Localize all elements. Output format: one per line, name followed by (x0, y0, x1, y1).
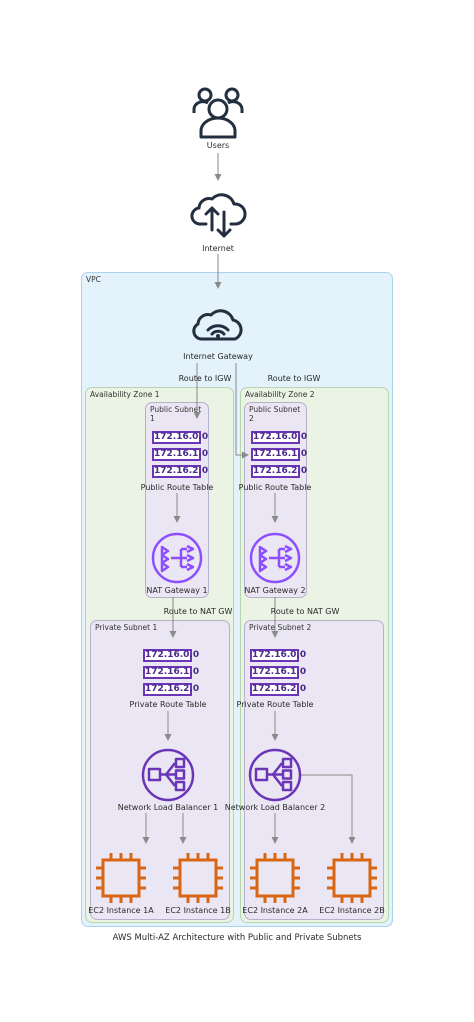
vpc-label: VPC (86, 275, 101, 284)
ec2-1b-label: EC2 Instance 1B (165, 906, 231, 915)
private-rt-2-label: Private Route Table (236, 700, 314, 709)
route-entry: 172.16.2.0 (251, 465, 308, 478)
public-rt-2-label: Public Route Table (238, 483, 312, 492)
nlb-1-label: Network Load Balancer 1 (117, 803, 219, 812)
nat-2-label: NAT Gateway 2 (244, 586, 306, 595)
private-subnet-2-label: Private Subnet 2 (249, 623, 312, 632)
edge-igw-public-rt-2 (235, 363, 249, 459)
ec2-instance-icon (327, 853, 377, 903)
internet-gateway-icon (192, 309, 243, 341)
route-entry: 172.16.0.0 (251, 431, 308, 444)
ec2-1a-label: EC2 Instance 1A (88, 906, 154, 915)
ec2-2a-label: EC2 Instance 2A (242, 906, 308, 915)
ec2-instance-icon (173, 853, 223, 903)
edge-nlb-2-ec2-2b (300, 774, 356, 844)
users-icon (192, 87, 244, 139)
edge-label-route-to-igw-2: Route to IGW (267, 374, 321, 383)
public-rt-1-label: Public Route Table (140, 483, 214, 492)
nlb-2-label: Network Load Balancer 2 (224, 803, 326, 812)
edge-label-route-to-nat-2: Route to NAT GW (270, 607, 340, 616)
users-label: Users (206, 141, 230, 150)
route-entry: 172.16.1.0 (251, 448, 308, 461)
private-rt-1-label: Private Route Table (129, 700, 207, 709)
route-entry: 172.16.1.0 (143, 666, 200, 679)
edge-label-route-to-igw-1: Route to IGW (178, 374, 232, 383)
route-entry: 172.16.1.0 (152, 448, 209, 461)
public-subnet-2-label: Public Subnet 2 (249, 405, 301, 423)
route-entry: 172.16.2.0 (143, 683, 200, 696)
ec2-instance-icon (96, 853, 146, 903)
route-entry: 172.16.0.0 (143, 649, 200, 662)
nat-gateway-icon (249, 532, 301, 584)
network-load-balancer-icon (141, 748, 195, 802)
route-entry: 172.16.2.0 (152, 465, 209, 478)
igw-label: Internet Gateway (183, 352, 253, 361)
diagram-title: AWS Multi-AZ Architecture with Public an… (112, 933, 362, 943)
route-entry: 172.16.0.0 (152, 431, 209, 444)
route-entry: 172.16.2.0 (250, 683, 307, 696)
nat-1-label: NAT Gateway 1 (146, 586, 208, 595)
az2-label: Availability Zone 2 (245, 390, 315, 399)
cloud-upload-download-icon (190, 193, 247, 238)
ec2-instance-icon (250, 853, 300, 903)
internet-label: Internet (202, 244, 234, 253)
public-subnet-1-label: Public Subnet 1 (150, 405, 202, 423)
nat-gateway-icon (151, 532, 203, 584)
az1-label: Availability Zone 1 (90, 390, 160, 399)
edge-label-route-to-nat-1: Route to NAT GW (163, 607, 233, 616)
network-load-balancer-icon (248, 748, 302, 802)
route-entry: 172.16.0.0 (250, 649, 307, 662)
ec2-2b-label: EC2 Instance 2B (319, 906, 385, 915)
private-subnet-1-label: Private Subnet 1 (95, 623, 158, 632)
route-entry: 172.16.1.0 (250, 666, 307, 679)
